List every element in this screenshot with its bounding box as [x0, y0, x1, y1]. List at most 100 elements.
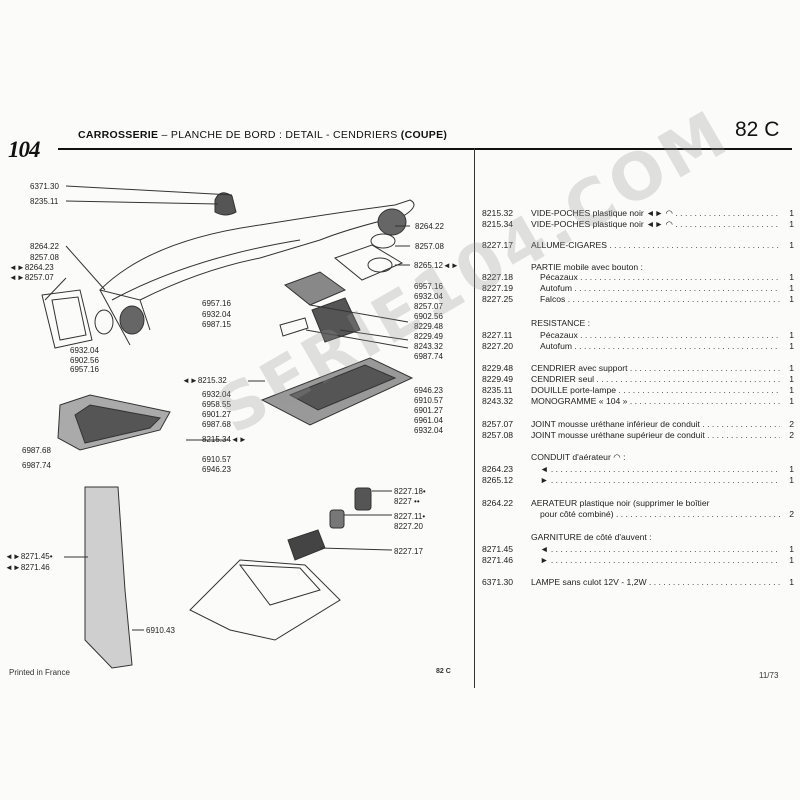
part-desc: LAMPE sans culot 12V - 1,2W	[531, 577, 780, 587]
part-row: 6371.30 LAMPE sans culot 12V - 1,2W 1	[482, 577, 794, 587]
part-desc: JOINT mousse uréthane inférieur de condu…	[531, 419, 780, 429]
diagram-label: 6932.04	[414, 292, 443, 301]
part-desc: CENDRIER seul	[531, 374, 780, 384]
part-qty: 1	[789, 577, 794, 587]
part-desc: MONOGRAMME « 104 »	[531, 396, 780, 406]
page-title: CARROSSERIE – PLANCHE DE BORD : DETAIL -…	[78, 129, 447, 141]
part-qty: 1	[789, 544, 794, 554]
part-ref: 6371.30	[482, 577, 514, 587]
diagram-label: 6987.74	[414, 352, 443, 361]
part-desc: ◄	[540, 544, 780, 554]
part-row: pour côté combiné)2	[482, 509, 794, 519]
part-qty: 1	[789, 464, 794, 474]
part-desc: pour côté combiné)	[540, 509, 780, 519]
dashboard-outline	[99, 199, 415, 301]
part-qty: 2	[789, 430, 794, 440]
console	[189, 559, 341, 641]
part-ref: 8243.32	[482, 396, 514, 406]
part-qty: 1	[789, 555, 794, 565]
diagram-label: 8227.20	[394, 522, 423, 531]
diagram-label: 6946.23	[202, 465, 231, 474]
diagram-label: ◄►8257.07	[9, 273, 54, 282]
part-row: 8227.25Falcos1	[482, 294, 794, 304]
part-desc: ALLUME-CIGARES	[531, 240, 780, 250]
title-text: – PLANCHE DE BORD : DETAIL - CENDRIERS	[158, 129, 401, 141]
part-ref: 8215.32	[482, 208, 514, 218]
diagram-label: 6957.16	[414, 282, 443, 291]
part-qty: 1	[789, 396, 794, 406]
lighter-knob	[354, 487, 372, 511]
diagram-label: 8227.18•	[394, 487, 426, 496]
diagram-label: 6901.27	[202, 410, 231, 419]
right-tray-mesh	[288, 364, 397, 411]
diagram-label: 6932.04	[70, 346, 99, 355]
part-qty: 2	[789, 419, 794, 429]
part-row: 8243.32 MONOGRAMME « 104 » 1	[482, 396, 794, 406]
part-ref: 8215.34	[482, 219, 514, 229]
lighter-body	[287, 529, 326, 561]
diagram-label: 6932.04	[202, 310, 231, 319]
part-desc: Falcos	[540, 294, 780, 304]
part-desc: Pécazaux	[540, 272, 780, 282]
part-row: 8271.45◄1	[482, 544, 794, 554]
dashboard-inner-line	[111, 239, 301, 301]
diagram-label: 6902.56	[414, 312, 443, 321]
part-qty: 1	[789, 374, 794, 384]
diagram-label: 8243.32	[414, 342, 443, 351]
part-desc: PARTIE mobile avec bouton :	[531, 262, 643, 272]
ashtray-housing	[283, 271, 347, 306]
part-desc: CENDRIER avec support	[531, 363, 780, 373]
part-ref: 8227.18	[482, 272, 514, 282]
diagram-label: 6987.15	[202, 320, 231, 329]
part-row: 8271.46►1	[482, 555, 794, 565]
diagram-label: 8227.11•	[394, 512, 426, 521]
part-desc: GARNITURE de côté d'auvent :	[531, 532, 652, 542]
diagram-label: ◄►8271.46	[5, 563, 50, 572]
lighter-resistance	[329, 509, 345, 529]
part-row: 8227.19Autofum1	[482, 283, 794, 293]
part-desc: ►	[540, 555, 780, 565]
part-ref: 8265.12	[482, 475, 514, 485]
console-top	[238, 564, 321, 606]
diagram-label: 6932.04	[202, 390, 231, 399]
part-row: 8227.11Pécazaux1	[482, 330, 794, 340]
part-qty: 1	[789, 283, 794, 293]
part-qty: 1	[789, 219, 794, 229]
part-row: CONDUIT d'aérateur ◠ :	[482, 452, 794, 462]
diagram-label: 6910.57	[202, 455, 231, 464]
diagram-label: 6987.68	[22, 446, 51, 455]
diagram-label: 8264.22	[415, 222, 444, 231]
part-qty: 1	[789, 208, 794, 218]
diagram-label: 6910.43	[146, 626, 175, 635]
printed-note: Printed in France	[9, 668, 70, 677]
part-row: PARTIE mobile avec bouton :	[482, 262, 794, 272]
part-ref: 8227.19	[482, 283, 514, 293]
diagram-label: 6371.30	[30, 182, 59, 191]
part-desc: CONDUIT d'aérateur ◠ :	[531, 452, 626, 462]
diagram-label: 6901.27	[414, 406, 443, 415]
diagram-label: 8229.48	[414, 322, 443, 331]
right-ring	[370, 233, 396, 249]
diagram-label: 8235.11	[30, 197, 59, 206]
diagram-label: 8215.34◄►	[202, 435, 247, 444]
part-ref: 8227.11	[482, 330, 513, 340]
diagram-label: 8257.08	[30, 253, 59, 262]
left-tray-mesh	[74, 404, 162, 444]
column-divider	[474, 148, 475, 688]
diagram-label: 6910.57	[414, 396, 443, 405]
part-desc: Pécazaux	[540, 330, 780, 340]
part-ref: 8257.07	[482, 419, 514, 429]
diagram-label: 6957.16	[202, 299, 231, 308]
part-ref: 8227.17	[482, 240, 514, 250]
footer-code: 82 C	[436, 668, 451, 675]
page-code: 82 C	[735, 118, 780, 141]
diagram-label: 6932.04	[414, 426, 443, 435]
part-qty: 1	[789, 475, 794, 485]
diagram-label: ◄►8215.32	[182, 376, 227, 385]
